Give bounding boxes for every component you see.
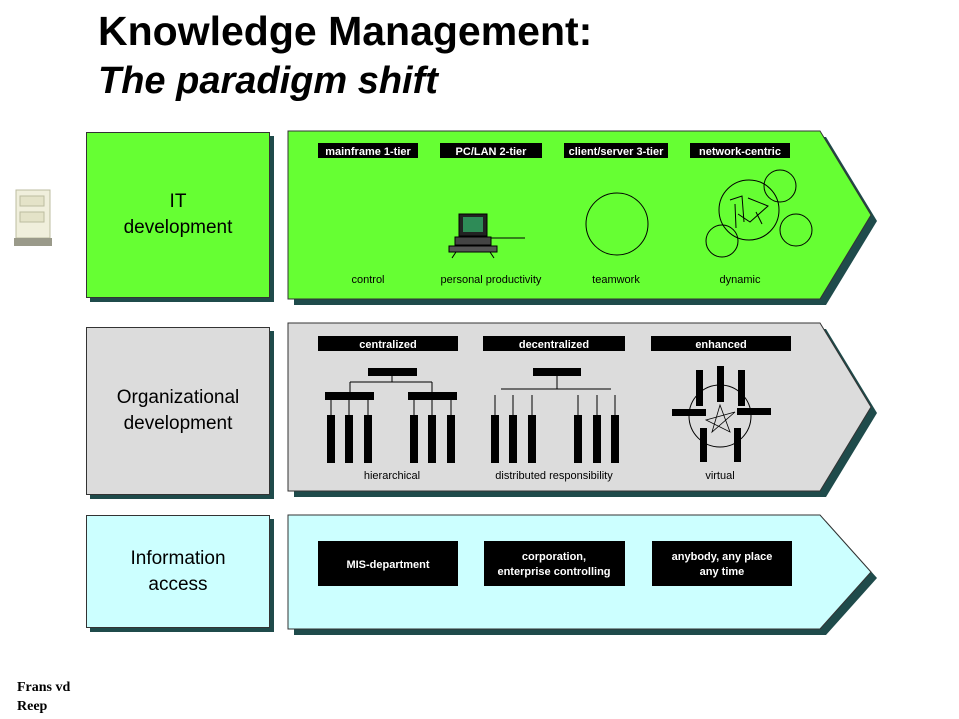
- org-stage-2-caption: distributed responsibility: [495, 470, 613, 482]
- it-stage-3: client/server 3-tier teamwork: [564, 143, 668, 286]
- hierarchy-chart-icon: [325, 368, 457, 463]
- row-label-info-line-1: Information: [130, 547, 226, 569]
- it-stage-1-caption: control: [351, 274, 384, 286]
- info-box-2-line-1: corporation,: [522, 551, 586, 563]
- title-line-1: Knowledge Management:: [98, 8, 593, 54]
- author-line-2: Reep: [17, 699, 48, 714]
- row-label-info: Information access: [86, 515, 270, 628]
- org-stage-3-tag: enhanced: [695, 339, 746, 351]
- row-label-it-line-2: development: [123, 217, 233, 238]
- network-icon: [705, 169, 813, 258]
- info-box-3-line-2: any time: [700, 566, 745, 578]
- org-stage-1-caption: hierarchical: [364, 470, 420, 482]
- org-stage-3-caption: virtual: [705, 470, 734, 482]
- org-stage-1: centralized hierarchical: [318, 336, 458, 482]
- org-stage-2-tag: decentralized: [519, 339, 589, 351]
- virtual-network-icon: [672, 366, 771, 462]
- info-box-1-line-1: MIS-department: [346, 559, 429, 571]
- row-label-org-line-2: development: [123, 413, 233, 434]
- info-box-1: MIS-department: [318, 541, 458, 586]
- row-label-info-line-2: access: [148, 573, 208, 595]
- row-label-org: Organizational development: [86, 327, 270, 495]
- it-stage-1: mainframe 1-tier control: [318, 143, 418, 286]
- it-stage-3-caption: teamwork: [592, 274, 640, 286]
- row-label-it: IT development: [86, 132, 270, 298]
- info-box-2-line-2: enterprise controlling: [497, 566, 610, 578]
- it-stage-3-tag: client/server 3-tier: [569, 146, 664, 158]
- it-stage-2-caption: personal productivity: [441, 274, 542, 286]
- it-stage-4-caption: dynamic: [720, 274, 761, 286]
- org-stage-1-tag: centralized: [359, 339, 416, 351]
- org-stage-2: decentralized distributed responsibility: [483, 336, 625, 482]
- circle-icon: [585, 192, 649, 256]
- it-stage-4: network-centric dynamic: [690, 143, 813, 286]
- computer-icon: [448, 213, 525, 259]
- info-box-3-line-1: anybody, any place: [672, 551, 773, 563]
- it-stage-2: PC/LAN 2-tier personal productivity: [440, 143, 542, 286]
- it-stage-2-tag: PC/LAN 2-tier: [456, 146, 528, 158]
- distributed-chart-icon: [491, 368, 619, 463]
- author: Frans vd Reep: [17, 678, 70, 716]
- row-label-org-line-1: Organizational: [116, 387, 240, 408]
- info-box-3: anybody, any place any time: [652, 541, 792, 586]
- row-label-it-line-1: IT: [169, 191, 187, 212]
- title-line-2: The paradigm shift: [98, 60, 438, 102]
- server-icon: [14, 189, 52, 246]
- author-line-1: Frans vd: [17, 680, 71, 695]
- it-stage-1-tag: mainframe 1-tier: [325, 146, 411, 158]
- it-stage-4-tag: network-centric: [699, 146, 781, 158]
- info-box-2: corporation, enterprise controlling: [484, 541, 625, 586]
- org-stage-3: enhanced virtual: [651, 336, 791, 482]
